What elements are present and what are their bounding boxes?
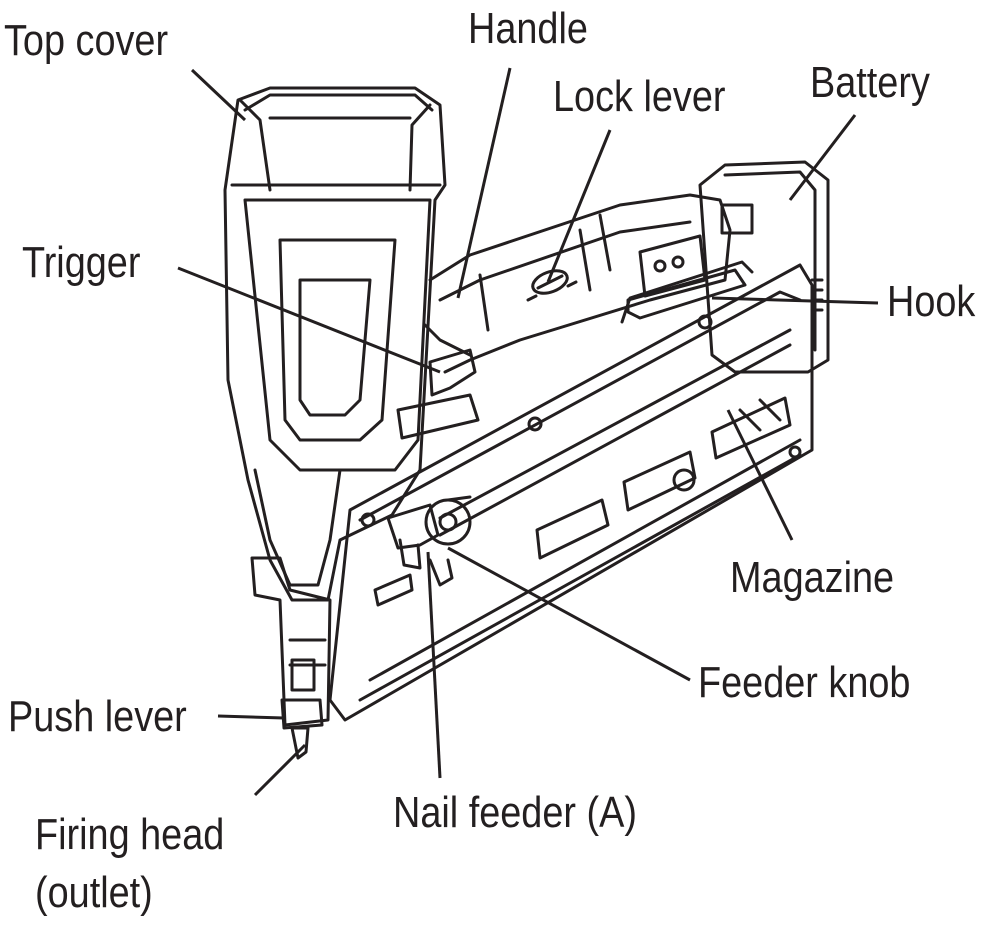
- label-firing-head-outlet: (outlet): [35, 868, 153, 917]
- top-cover: [238, 98, 432, 192]
- leader-feeder-knob: [447, 546, 691, 682]
- leader-push-lever: [217, 714, 285, 720]
- leader-top-cover: [190, 68, 247, 122]
- leader-battery: [788, 114, 857, 201]
- leader-magazine: [726, 409, 794, 541]
- leader-lines: [177, 67, 879, 797]
- leader-firing-head: [253, 743, 307, 797]
- leader-trigger: [177, 266, 441, 374]
- leader-nail-feeder: [426, 551, 442, 779]
- hook: [620, 234, 754, 324]
- label-feeder-knob: Feeder knob: [698, 658, 911, 707]
- leader-handle: [456, 67, 512, 299]
- label-battery: Battery: [810, 58, 930, 107]
- label-top-cover: Top cover: [4, 16, 169, 65]
- label-trigger: Trigger: [22, 238, 141, 287]
- nail-feeder: [386, 503, 454, 587]
- nose-assembly: [250, 556, 332, 727]
- label-lock-lever: Lock lever: [553, 72, 726, 121]
- label-nail-feeder: Nail feeder (A): [393, 788, 637, 837]
- body-housing: [223, 86, 447, 602]
- lock-lever: [526, 269, 578, 302]
- magazine: [328, 263, 814, 722]
- leader-lock-lever: [546, 129, 612, 283]
- label-hook: Hook: [887, 277, 976, 326]
- firing-head: [290, 726, 310, 760]
- leader-hook: [711, 296, 879, 305]
- label-push-lever: Push lever: [8, 692, 187, 741]
- label-firing-head: Firing head: [35, 810, 225, 859]
- battery: [698, 160, 830, 374]
- label-handle: Handle: [468, 4, 588, 53]
- label-magazine: Magazine: [730, 553, 895, 602]
- trigger: [396, 348, 480, 440]
- feeder-knob: [424, 495, 472, 546]
